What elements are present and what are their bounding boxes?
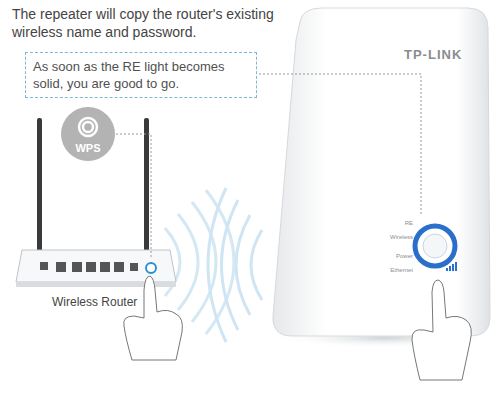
leader-line xyxy=(116,134,151,258)
wifi-waves xyxy=(165,190,234,334)
dashed-note-box: As soon as the RE light becomes solid, y… xyxy=(25,52,257,98)
led-label: Ethernet xyxy=(390,266,413,274)
brand-logo: TP-LINK xyxy=(404,47,462,63)
device-caption: Wireless Router xyxy=(52,295,137,310)
pointing-hand xyxy=(412,280,471,380)
led-label: Wireless xyxy=(390,233,413,241)
wps-icon-ring xyxy=(83,122,93,132)
router-antenna xyxy=(37,118,42,253)
note-text: As soon as the RE light becomes solid, y… xyxy=(33,58,249,92)
pointing-hand xyxy=(124,276,183,360)
leader-line xyxy=(259,74,421,216)
signal-bars xyxy=(446,262,457,271)
wps-badge: WPS xyxy=(60,106,116,162)
led-label: Power xyxy=(396,252,413,260)
badge-label: WPS xyxy=(60,142,116,154)
wifi-waves xyxy=(208,188,262,342)
re-button xyxy=(423,234,447,258)
wps-icon-ring xyxy=(79,118,97,136)
badge-fill xyxy=(61,107,115,161)
router-antenna xyxy=(144,118,149,253)
led-label: RE xyxy=(405,219,413,227)
repeater-body xyxy=(273,8,490,336)
router-ports xyxy=(40,262,138,272)
re-button-ring xyxy=(415,226,455,266)
wps-button xyxy=(146,263,156,273)
intro-text: The repeater will copy the router's exis… xyxy=(12,5,274,41)
